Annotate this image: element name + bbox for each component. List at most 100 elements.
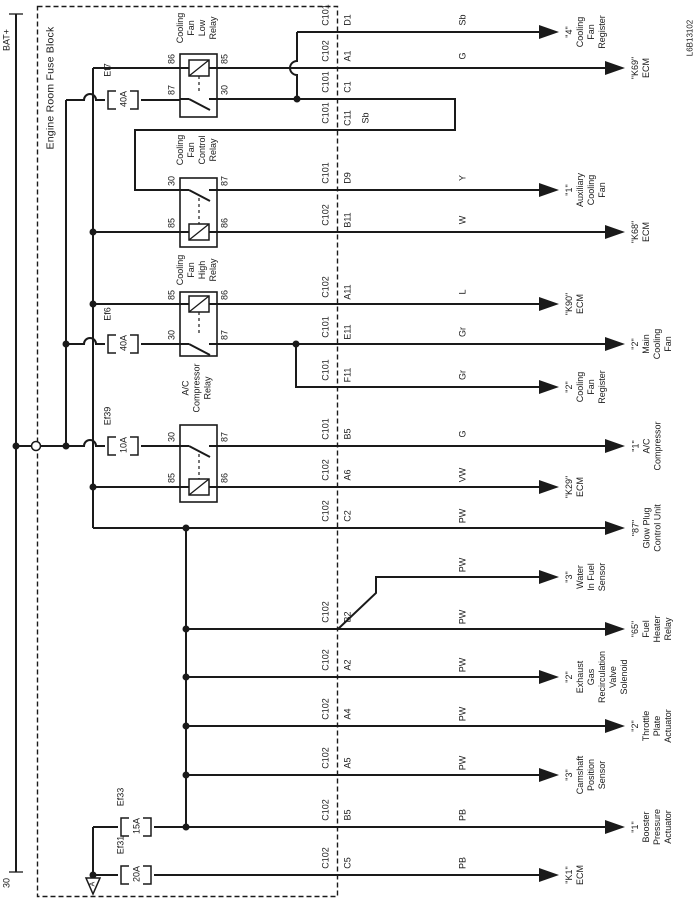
battery-feed-triangle [84, 877, 102, 896]
fuse-rating-label: 40A [118, 334, 129, 352]
junction-dot [293, 95, 301, 103]
wire-color-label: PB [457, 856, 468, 870]
connector-label: C101 [320, 162, 331, 184]
junction-dot [182, 673, 190, 681]
wire-color-label: W [457, 215, 468, 225]
arrow-head [605, 439, 625, 453]
wire-color-label: PB [457, 808, 468, 822]
junction-dot [62, 442, 70, 450]
fuse-name-label: Ef7 [102, 63, 113, 77]
pin-label: A6 [342, 469, 353, 481]
relay-pin-label: 85 [219, 53, 230, 65]
wire-color-label: Sb [457, 14, 468, 26]
diagram-code: L6B13102 [685, 19, 695, 57]
pin-label: D1 [342, 14, 353, 26]
junction-dot [89, 871, 97, 879]
destination-label: "2" Cooling Fan Register [564, 370, 607, 404]
connector-label: C102 [320, 500, 331, 522]
fuse-bracket-Ef7 [107, 90, 139, 110]
ef6-line [66, 337, 105, 345]
feed-line [16, 439, 105, 447]
wire-color-label: G [457, 52, 468, 60]
relay-pin-label: 86 [219, 472, 230, 484]
relay-pin-label: 87 [219, 329, 230, 341]
relay-pin-label: 30 [166, 431, 177, 443]
relay-pin-label: 30 [166, 329, 177, 341]
connector-label: C101 [320, 71, 331, 93]
battery-rail-label: BAT+ [1, 28, 12, 52]
connector-label: C102 [320, 847, 331, 869]
pin-label: A2 [342, 659, 353, 671]
relay-pin-label: 85 [166, 217, 177, 229]
fuse-rating-label: 40A [118, 90, 129, 108]
arrow-head [605, 719, 625, 733]
connector-label: C102 [320, 204, 331, 226]
connector-label: C102 [320, 601, 331, 623]
connector-label: C102 [320, 799, 331, 821]
connector-label: C102 [320, 649, 331, 671]
arrow-head [605, 820, 625, 834]
pin-label: A5 [342, 757, 353, 769]
connector-label: C101 [320, 4, 331, 26]
relay-switch [180, 445, 217, 458]
arrow-head [605, 337, 625, 351]
relay-switch [180, 98, 217, 111]
fuse-bracket-Ef39 [107, 436, 139, 456]
wire-color-label: PW [457, 557, 468, 573]
fuse-rating-label: 15A [131, 817, 142, 835]
wire-color-label: PW [457, 508, 468, 524]
relay-box [179, 424, 218, 503]
relay-switch [180, 343, 217, 356]
relay-pin-label: 86 [219, 289, 230, 301]
destination-label: "2" Throttle Plate Actuator [630, 709, 673, 743]
arrow-head [539, 297, 559, 311]
relay-pin-label: 87 [219, 175, 230, 187]
fuse-block-label: Engine Room Fuse Block [44, 26, 57, 150]
relay-coil-diagonal [188, 223, 210, 241]
pin-label: C1 [342, 81, 353, 93]
junction-dot [89, 483, 97, 491]
destination-label: "1" A/C Compressor [630, 421, 662, 471]
arrow-head [539, 380, 559, 394]
pin-label: F11 [342, 367, 353, 383]
pin-label: B2 [342, 611, 353, 623]
fuse-bracket-Ef31 [120, 865, 152, 885]
arrow-head [539, 25, 559, 39]
wire-color-label: Gr [457, 327, 468, 337]
connector-label: C101 [320, 359, 331, 381]
engine-room-fuse-block-outline [36, 5, 339, 898]
relay-coil-diagonal [188, 59, 210, 77]
relay-pin-label: 85 [166, 289, 177, 301]
relay-pin-label: 85 [166, 472, 177, 484]
relay-switch [180, 189, 217, 202]
destination-label: "K69" ECM [630, 56, 651, 80]
destination-label: "3" Water In Fuel Sensor [564, 562, 607, 592]
wire-color-label: PW [457, 706, 468, 722]
relay-pin-label: 30 [219, 84, 230, 96]
pin-label: B5 [342, 428, 353, 440]
arrow-head [539, 670, 559, 684]
arrow-head [605, 225, 625, 239]
pin-label: D9 [342, 172, 353, 184]
junction-dot [12, 442, 20, 450]
fuse-bracket-Ef33 [120, 817, 152, 837]
arrow-head [539, 480, 559, 494]
destination-label: "K90" ECM [564, 292, 585, 316]
pin-label: C5 [342, 857, 353, 869]
circuit-30-label: 30 [1, 877, 12, 889]
destination-label: "K68" ECM [630, 220, 651, 244]
connector-label: C101 [320, 316, 331, 338]
connector-label: C101 [320, 418, 331, 440]
arrow-head [605, 622, 625, 636]
c1-c11-loop [134, 98, 456, 191]
arrow-head [539, 768, 559, 782]
pin-label: A4 [342, 708, 353, 720]
junction-dot [182, 625, 190, 633]
destination-label: "2" Main Cooling Fan [630, 328, 673, 360]
junction-dot [89, 300, 97, 308]
relay-name-label: Cooling Fan Control Relay [175, 134, 218, 166]
junction-dot [182, 722, 190, 730]
relay-pin-label: 86 [219, 217, 230, 229]
